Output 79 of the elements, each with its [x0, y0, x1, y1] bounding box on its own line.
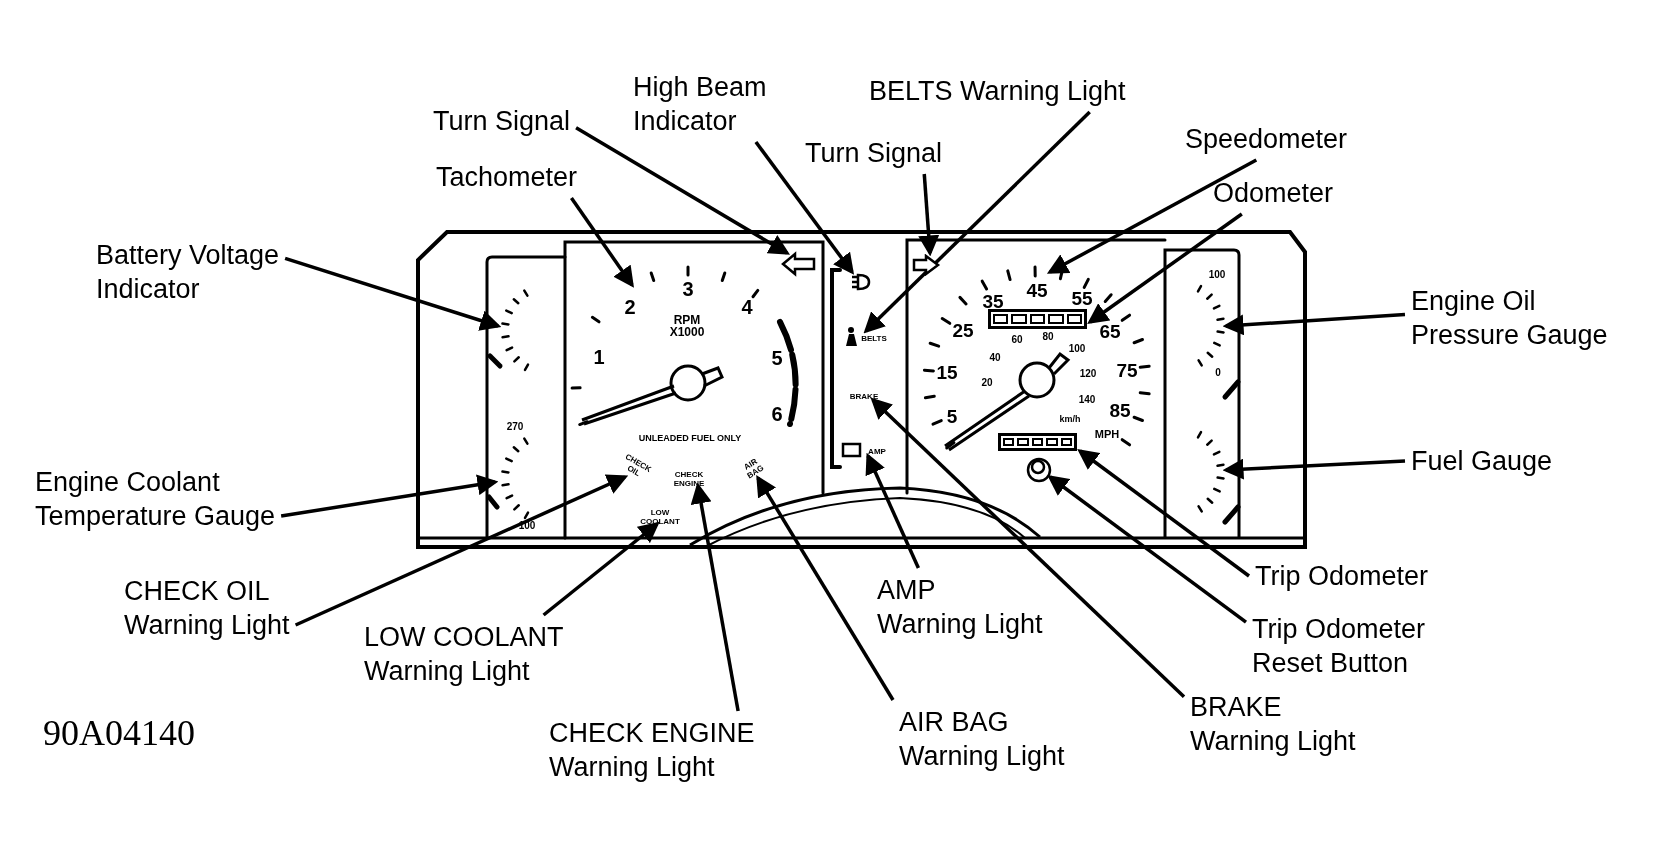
- callout-label: Trip Odometer: [1255, 559, 1429, 593]
- leader-arrow: [542, 521, 660, 617]
- indicator-label: LOW COOLANT: [640, 508, 680, 526]
- callout-label: Trip Odometer Reset Button: [1252, 612, 1426, 680]
- indicator-label: CHECK ENGINE: [673, 470, 705, 488]
- callout-label: Speedometer: [1185, 122, 1348, 156]
- dial-number: 4: [741, 297, 753, 317]
- dial-number: 25: [952, 320, 974, 340]
- reset-button: [1026, 457, 1052, 483]
- callout-label: BELTS Warning Light: [869, 74, 1126, 108]
- dial-number: 1: [593, 347, 605, 367]
- leader-arrow: [1047, 474, 1248, 624]
- dial-number: 65: [1099, 321, 1121, 341]
- oil-pressure-gauge: [1196, 284, 1241, 400]
- dial-number: 60: [1011, 335, 1023, 345]
- dial-number: 6: [771, 404, 783, 424]
- dial-number: 0: [1215, 368, 1221, 378]
- leader-arrow: [575, 126, 790, 255]
- dial-number: 35: [982, 291, 1004, 311]
- indicator-label: AMP: [868, 446, 886, 456]
- dial-number: 85: [1109, 400, 1131, 420]
- leader-arrow: [1077, 448, 1251, 578]
- dial-number: 100: [1068, 344, 1086, 354]
- dial-number: 45: [1026, 280, 1048, 300]
- leader-arrow: [918, 173, 940, 257]
- leader-arrow: [863, 110, 1091, 334]
- dial-number: 20: [981, 378, 993, 388]
- callout-label: Engine Coolant Temperature Gauge: [35, 465, 276, 533]
- leader-arrow: [1222, 312, 1406, 336]
- voltage-gauge: [487, 289, 530, 372]
- callout-label: High Beam Indicator: [633, 70, 767, 138]
- leader-arrow: [1222, 458, 1406, 480]
- callout-label: CHECK ENGINE Warning Light: [549, 716, 755, 784]
- dial-label: MPH: [1094, 428, 1120, 440]
- dial-number: 15: [936, 362, 958, 382]
- dial-number: 3: [682, 279, 694, 299]
- leader-arrow: [1087, 212, 1243, 325]
- callout-label: AMP Warning Light: [877, 573, 1043, 641]
- dial-number: 40: [989, 353, 1001, 363]
- leader-arrow: [280, 474, 499, 518]
- callout-label: BRAKE Warning Light: [1190, 690, 1356, 758]
- dial-number: 5: [946, 406, 958, 426]
- callout-label: Turn Signal: [805, 136, 943, 170]
- dial-number: 2: [624, 297, 636, 317]
- dial-number: 55: [1071, 288, 1093, 308]
- callout-label: LOW COOLANT Warning Light: [364, 620, 564, 688]
- turn-signal-icon: [780, 251, 818, 277]
- leader-arrow: [756, 475, 895, 701]
- dial-number: 140: [1078, 395, 1096, 405]
- callout-label: Tachometer: [436, 160, 578, 194]
- leader-arrow: [870, 397, 1186, 699]
- high-beam-icon: [850, 272, 872, 292]
- tachometer-dial: [570, 265, 799, 427]
- callout-label: Battery Voltage Indicator: [96, 238, 280, 306]
- indicator-label: BELTS: [861, 333, 887, 343]
- leader-arrow: [865, 452, 920, 569]
- callout-label: AIR BAG Warning Light: [899, 705, 1065, 773]
- speedometer-dial: [922, 265, 1151, 450]
- leader-arrow: [570, 197, 634, 288]
- fuel-gauge: [1196, 430, 1241, 525]
- dial-label: km/h: [1059, 414, 1081, 424]
- callout-label: Turn Signal: [433, 104, 571, 138]
- callout-label: Fuel Gauge: [1411, 444, 1553, 478]
- callout-label: Engine Oil Pressure Gauge: [1411, 284, 1608, 352]
- callout-label: CHECK OIL Warning Light: [124, 574, 290, 642]
- dial-number: 5: [771, 348, 783, 368]
- figure-code: 90A04140: [43, 712, 195, 755]
- dial-label: RPM X1000: [668, 314, 706, 338]
- indicator-label: BRAKE: [849, 391, 879, 401]
- leader-arrow: [754, 140, 855, 275]
- dial-number: 80: [1042, 332, 1054, 342]
- dial-number: 120: [1079, 369, 1097, 379]
- callout-label: Odometer: [1213, 176, 1334, 210]
- temperature-gauge: [486, 437, 530, 520]
- leader-arrow: [294, 474, 629, 627]
- leader-arrow: [1046, 158, 1258, 274]
- dial-number: 75: [1116, 360, 1138, 380]
- leader-arrow: [284, 256, 502, 331]
- turn-signal-icon: [911, 254, 941, 276]
